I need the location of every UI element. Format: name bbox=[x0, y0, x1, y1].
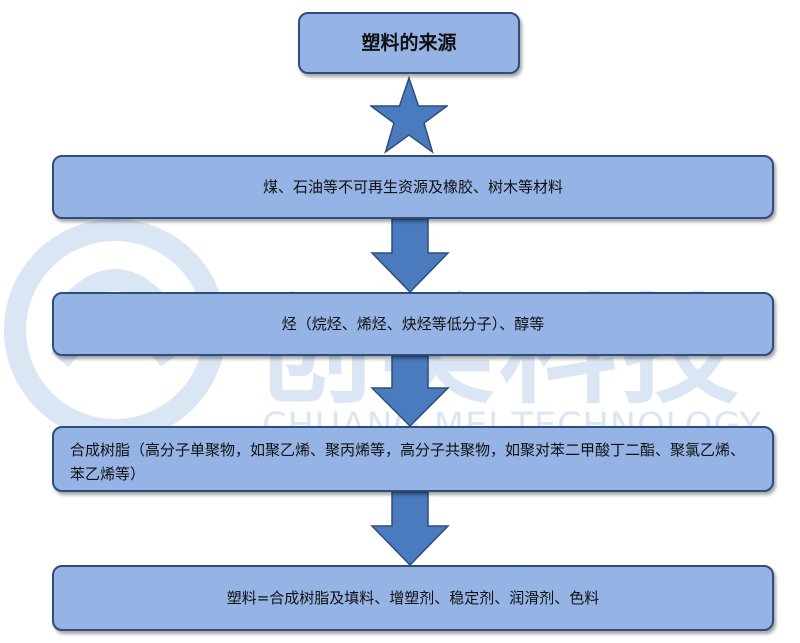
step-box-plastic: 塑料=合成树脂及填料、增塑剂、稳定剂、润滑剂、色料 bbox=[52, 565, 774, 631]
step-text: 煤、石油等不可再生资源及橡胶、树木等材料 bbox=[262, 178, 563, 196]
page-title: 塑料的来源 bbox=[361, 32, 457, 54]
step-text: 烃（烷烃、烯烃、炔烃等低分子）、醇等 bbox=[281, 315, 545, 333]
step-text: 合成树脂（高分子单聚物，如聚乙烯、聚丙烯等，高分子共聚物，如聚对苯二甲酸丁二酯、… bbox=[70, 441, 746, 483]
down-arrow-icon bbox=[370, 356, 450, 427]
down-arrow-icon bbox=[370, 492, 450, 566]
step-text: 塑料=合成树脂及填料、增塑剂、稳定剂、润滑剂、色料 bbox=[226, 589, 600, 607]
down-arrow-icon bbox=[370, 219, 450, 293]
step-box-raw-materials: 煤、石油等不可再生资源及橡胶、树木等材料 bbox=[52, 155, 774, 219]
star-icon bbox=[370, 76, 448, 154]
title-box: 塑料的来源 bbox=[298, 12, 520, 74]
step-box-hydrocarbons: 烃（烷烃、烯烃、炔烃等低分子）、醇等 bbox=[52, 292, 774, 356]
step-box-synthetic-resin: 合成树脂（高分子单聚物，如聚乙烯、聚丙烯等，高分子共聚物，如聚对苯二甲酸丁二酯、… bbox=[52, 426, 774, 492]
